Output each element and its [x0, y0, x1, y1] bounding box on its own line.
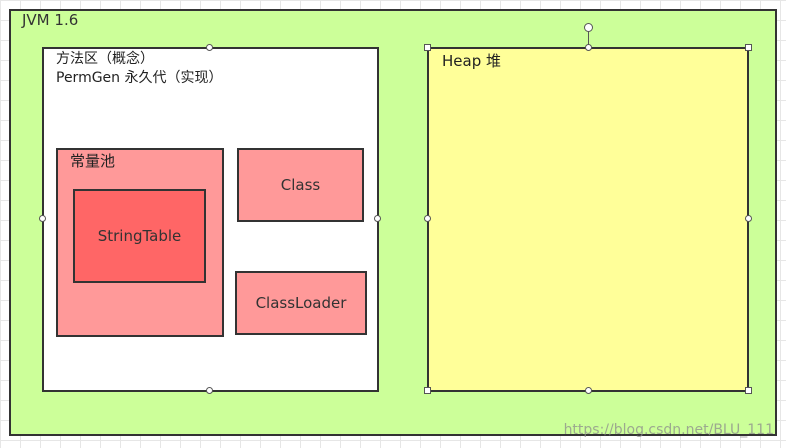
heap-resize-handle-left[interactable] — [424, 215, 431, 222]
method-area-handle-top[interactable] — [206, 44, 213, 51]
heap-resize-handle-top-right[interactable] — [745, 44, 752, 51]
method-area-handle-right[interactable] — [374, 215, 381, 222]
heap-resize-handle-top[interactable] — [585, 44, 592, 51]
heap-title: Heap 堆 — [442, 52, 501, 70]
rotate-handle-stem — [588, 31, 589, 47]
heap-resize-handle-bottom-left[interactable] — [424, 387, 431, 394]
class-label: Class — [280, 176, 321, 194]
watermark: https://blog.csdn.net/BLU_111 — [563, 422, 774, 438]
stringtable-label: StringTable — [97, 227, 182, 245]
heap-resize-handle-bottom[interactable] — [585, 387, 592, 394]
heap-resize-handle-top-left[interactable] — [424, 44, 431, 51]
heap-resize-handle-right[interactable] — [745, 215, 752, 222]
class-box[interactable]: Class — [237, 148, 364, 222]
method-area-handle-bottom[interactable] — [206, 387, 213, 394]
rotate-handle[interactable] — [584, 23, 593, 32]
constant-pool-title: 常量池 — [70, 152, 116, 170]
heap-resize-handle-bottom-right[interactable] — [745, 387, 752, 394]
stringtable-box[interactable]: StringTable — [73, 189, 206, 283]
classloader-label: ClassLoader — [255, 294, 347, 312]
method-area-title-line2: PermGen 永久代（实现） — [56, 70, 223, 86]
heap-box[interactable] — [427, 47, 749, 392]
method-area-title-line1: 方法区（概念） — [56, 51, 154, 67]
classloader-box[interactable]: ClassLoader — [235, 271, 367, 335]
jvm-title: JVM 1.6 — [22, 11, 79, 29]
method-area-handle-left[interactable] — [39, 215, 46, 222]
method-area-title: 方法区（概念） PermGen 永久代（实现） — [56, 50, 223, 88]
